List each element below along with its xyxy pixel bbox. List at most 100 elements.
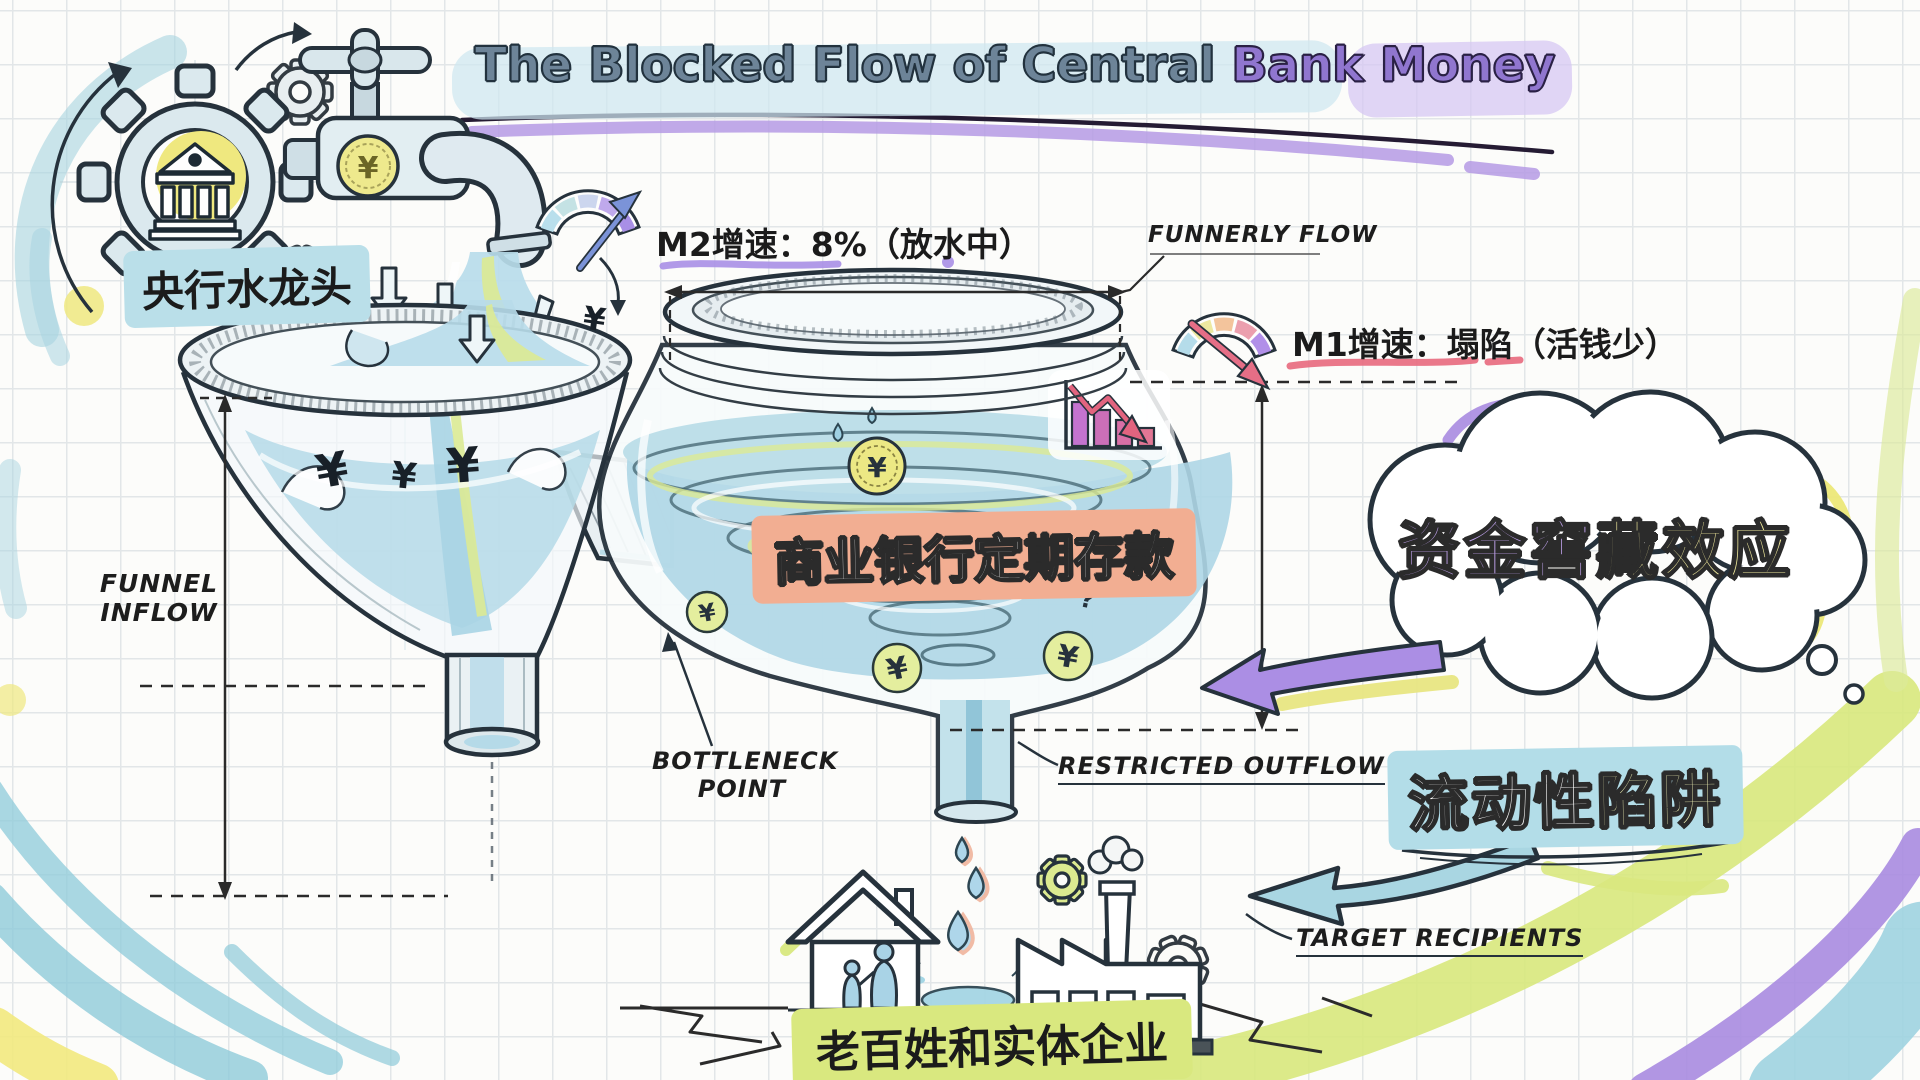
hoarding-arrow: [1200, 640, 1459, 716]
jar-rim-inner2: [720, 282, 1066, 336]
outflow-leader: [1017, 740, 1059, 767]
funnerly-flow-label: FUNNERLY FLOW: [1148, 222, 1378, 248]
jar-label: 商业银行定期存款: [751, 508, 1197, 604]
funnel-water-sheen: [258, 449, 582, 492]
central-bank-gear-group: ¥: [50, 22, 552, 314]
jar-ridge-1: [662, 335, 1124, 382]
funnel-inflow-label: FUNNEL INFLOW: [96, 569, 222, 628]
funnel-illustration: ¥ ¥ ¥ ¥: [177, 299, 633, 888]
water-drips: [947, 835, 990, 956]
bottomright-green-arc: [1092, 671, 1920, 1080]
m2-growth-label: M2增速：8%（放水中）: [656, 225, 1032, 264]
faucet-outlet-flange: [486, 231, 552, 256]
bottleneck-label: BOTTLENECK POINT: [652, 747, 839, 803]
funnel-inflow-line2: INFLOW: [100, 597, 218, 627]
funnel-rim-hatch: [189, 309, 621, 413]
yen-blob-3: ¥: [685, 590, 729, 634]
cycle-arrow-top: [234, 30, 297, 72]
house-icon: [780, 869, 941, 1013]
m2-underline-dot: [942, 256, 954, 268]
cycle-arrow-top-head: [292, 22, 312, 44]
title-underline-purple: [466, 120, 1454, 166]
cloud-bubble-1: [1806, 644, 1838, 676]
title-underline: [459, 112, 1555, 180]
funnel-yen-2: ¥: [389, 455, 418, 498]
side-arrow-right-head: [610, 300, 626, 316]
bottomleft-teal-arc-1: [0, 781, 343, 1075]
left-teal-swash: [0, 459, 27, 619]
funnel-yen-3: ¥: [445, 437, 482, 495]
left-yellow-blob: [0, 684, 26, 716]
declining-chart-icon: [1048, 370, 1170, 460]
bottleneck-line1: BOTTLENECK: [652, 747, 839, 775]
dim-arrow-up: [218, 394, 232, 412]
jar-sheen-left: [637, 419, 664, 574]
hoarding-cloud-icon: [1367, 389, 1868, 705]
rim-swirl-left: [345, 329, 390, 368]
svg-text:¥: ¥: [697, 598, 719, 629]
liquidity-label-white: 流动性: [1407, 766, 1599, 841]
yen-blob-1: ¥: [871, 642, 923, 694]
cloud-bubble-2: [1843, 683, 1865, 705]
funnel-cone-outline: [180, 371, 630, 660]
jar-dimension: [664, 253, 1320, 360]
smoke-puffs: [1087, 835, 1144, 875]
bank-building-icon: [148, 142, 242, 241]
topleft-teal-swash-2: [29, 228, 70, 366]
funnel-stem-mouth-water: [464, 735, 520, 749]
m1-underline-dash: [1484, 356, 1524, 366]
bottleneck-line2: POINT: [697, 774, 787, 803]
bottleneck-leader: [672, 641, 714, 747]
page-title: The Blocked Flow of Central Bank Money: [440, 37, 1590, 94]
bottomright-purple-arc: [1631, 828, 1920, 1080]
recipients-caption: 老百姓和实体企业: [791, 998, 1193, 1080]
yen-medallion-ring: [345, 143, 391, 189]
small-gear-top-icon: [266, 58, 334, 126]
restricted-outflow-label: RESTRICTED OUTFLOW: [1058, 752, 1385, 785]
green-swoosh-under-trap: [1541, 861, 1729, 896]
right-green-arc: [1874, 288, 1920, 692]
bottleneck-leader-head: [662, 632, 678, 652]
yen-blob-2: ¥: [1042, 630, 1094, 682]
jar-coin-icon: ¥: [847, 436, 907, 496]
chimney-cap: [1098, 880, 1136, 896]
bottomleft-yellow-corner: [0, 1007, 119, 1080]
m1-gauge-icon: [1171, 312, 1277, 391]
m2-gauge-icon: [535, 189, 643, 272]
water-into-rim-green: [486, 304, 546, 362]
bottomleft-teal-arc-3: [224, 944, 400, 1066]
spout-mouth: [934, 800, 1018, 824]
cloud-label-yellow: 藏效应: [1595, 513, 1795, 588]
jar-coin-glyph: ¥: [867, 451, 887, 484]
bottomright-teal-corner: [1749, 902, 1920, 1080]
faucet-spout: [424, 135, 543, 263]
leader-lines: [662, 632, 1293, 941]
cycle-arrow-left-head: [108, 62, 132, 88]
m2-underline-squiggle: [659, 260, 842, 270]
liquidity-trap-label: 流动性陷阱: [1387, 744, 1744, 851]
m1-growth-label: M1增速：塌陷（活钱少）: [1292, 325, 1678, 364]
bottomleft-teal-arc-2: [0, 885, 268, 1080]
side-arrow-right: [598, 256, 620, 305]
central-bank-label: 央行水龙头: [123, 244, 371, 329]
faucet-icon: ¥: [283, 28, 552, 268]
yen-medallion-glyph: ¥: [358, 151, 379, 186]
faucet-handle-hub: [347, 46, 383, 74]
cycle-arrow-left: [50, 70, 120, 314]
liquidity-underline: [1401, 840, 1731, 866]
funnel-yen-4: ¥: [581, 299, 608, 340]
funnel-stem-water: [470, 657, 504, 739]
dim-arrow-down: [218, 882, 232, 900]
spout-water-core: [966, 700, 982, 808]
splash-drop-1: [832, 422, 844, 443]
jar-ridge-3: [658, 367, 1128, 416]
cloud-label-purple: 资金窖: [1397, 513, 1597, 588]
target-leader: [1245, 912, 1293, 941]
jar-ridge-2: [660, 351, 1126, 399]
rim-arrow-down: [458, 314, 496, 364]
corner-swashes: [0, 35, 1920, 1080]
topleft-yellow-blob: [64, 286, 104, 326]
bank-gear-icon: [76, 63, 314, 301]
